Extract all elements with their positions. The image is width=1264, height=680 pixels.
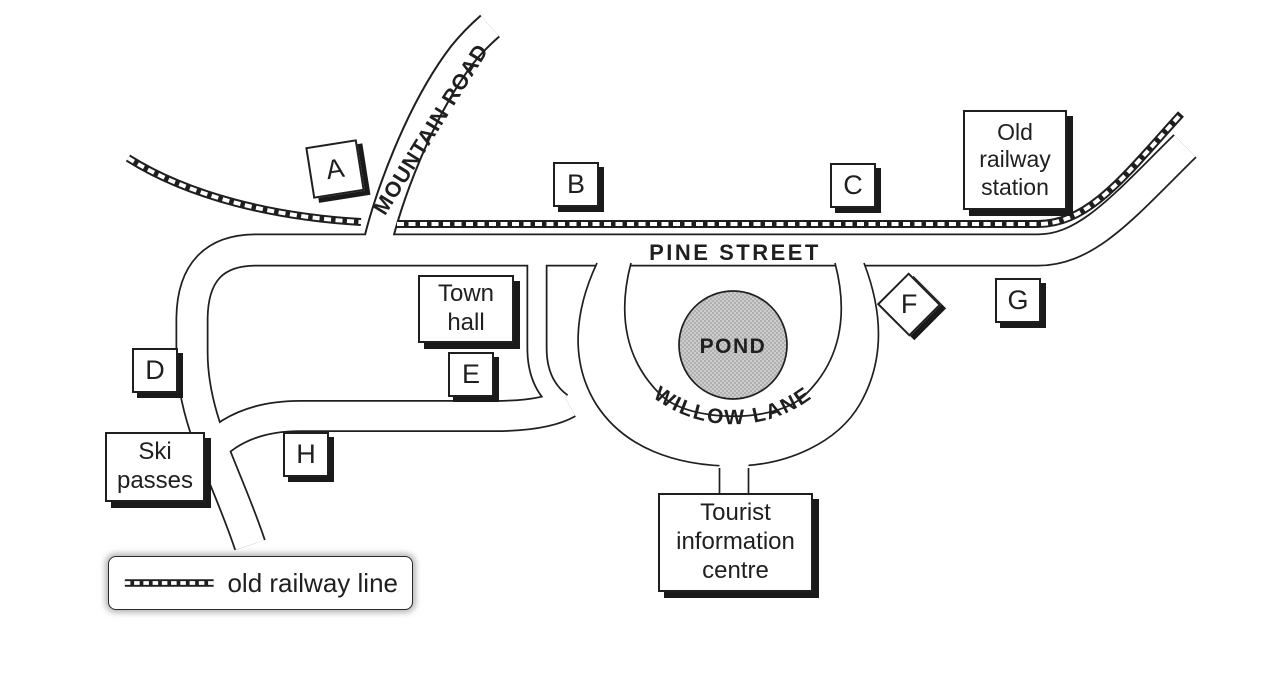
marker-a-label: A (323, 152, 347, 185)
marker-a: A (305, 139, 365, 199)
tourist-information-centre-box: Tourist information centre (658, 493, 813, 592)
town-hall-label: Town hall (437, 280, 495, 336)
road-surfaces (177, 16, 1196, 550)
marker-c: C (830, 163, 876, 208)
pond (678, 290, 788, 400)
marker-g: G (995, 278, 1041, 323)
old-railway-station-label: Old railway station (979, 118, 1051, 200)
willow-lane-inner-edge (623, 262, 843, 417)
legend-label: old railway line (227, 567, 398, 598)
mountain-road-label: MOUNTAIN ROAD (369, 40, 493, 219)
marker-b-label: B (566, 169, 585, 199)
town-hall-box: Town hall (418, 275, 514, 343)
marker-e: E (448, 352, 494, 397)
loop-east-road (528, 261, 568, 411)
marker-d: D (132, 348, 178, 393)
marker-f-label: F (900, 289, 918, 319)
marker-d-label: D (145, 355, 165, 385)
pine-street-label: PINE STREET (649, 240, 821, 265)
pond-label: POND (700, 335, 767, 358)
loop-south-road (197, 390, 576, 462)
marker-e-label: E (461, 359, 480, 389)
mountain-road (361, 16, 499, 261)
marker-g-label: G (1007, 285, 1029, 315)
marker-h: H (283, 432, 329, 477)
railway-line (125, 111, 1184, 228)
ski-passes-label: Ski passes (116, 438, 194, 494)
marker-c-label: C (843, 170, 863, 200)
tourist-information-centre-label: Tourist information centre (676, 499, 795, 584)
willow-lane-road (578, 263, 879, 466)
old-railway-station-box: Old railway station (963, 110, 1067, 210)
marker-h-label: H (296, 439, 316, 469)
railway-line-symbol (124, 579, 214, 587)
legend-box: old railway line (108, 556, 413, 610)
ski-passes-box: Ski passes (105, 432, 205, 502)
marker-b: B (553, 162, 599, 207)
